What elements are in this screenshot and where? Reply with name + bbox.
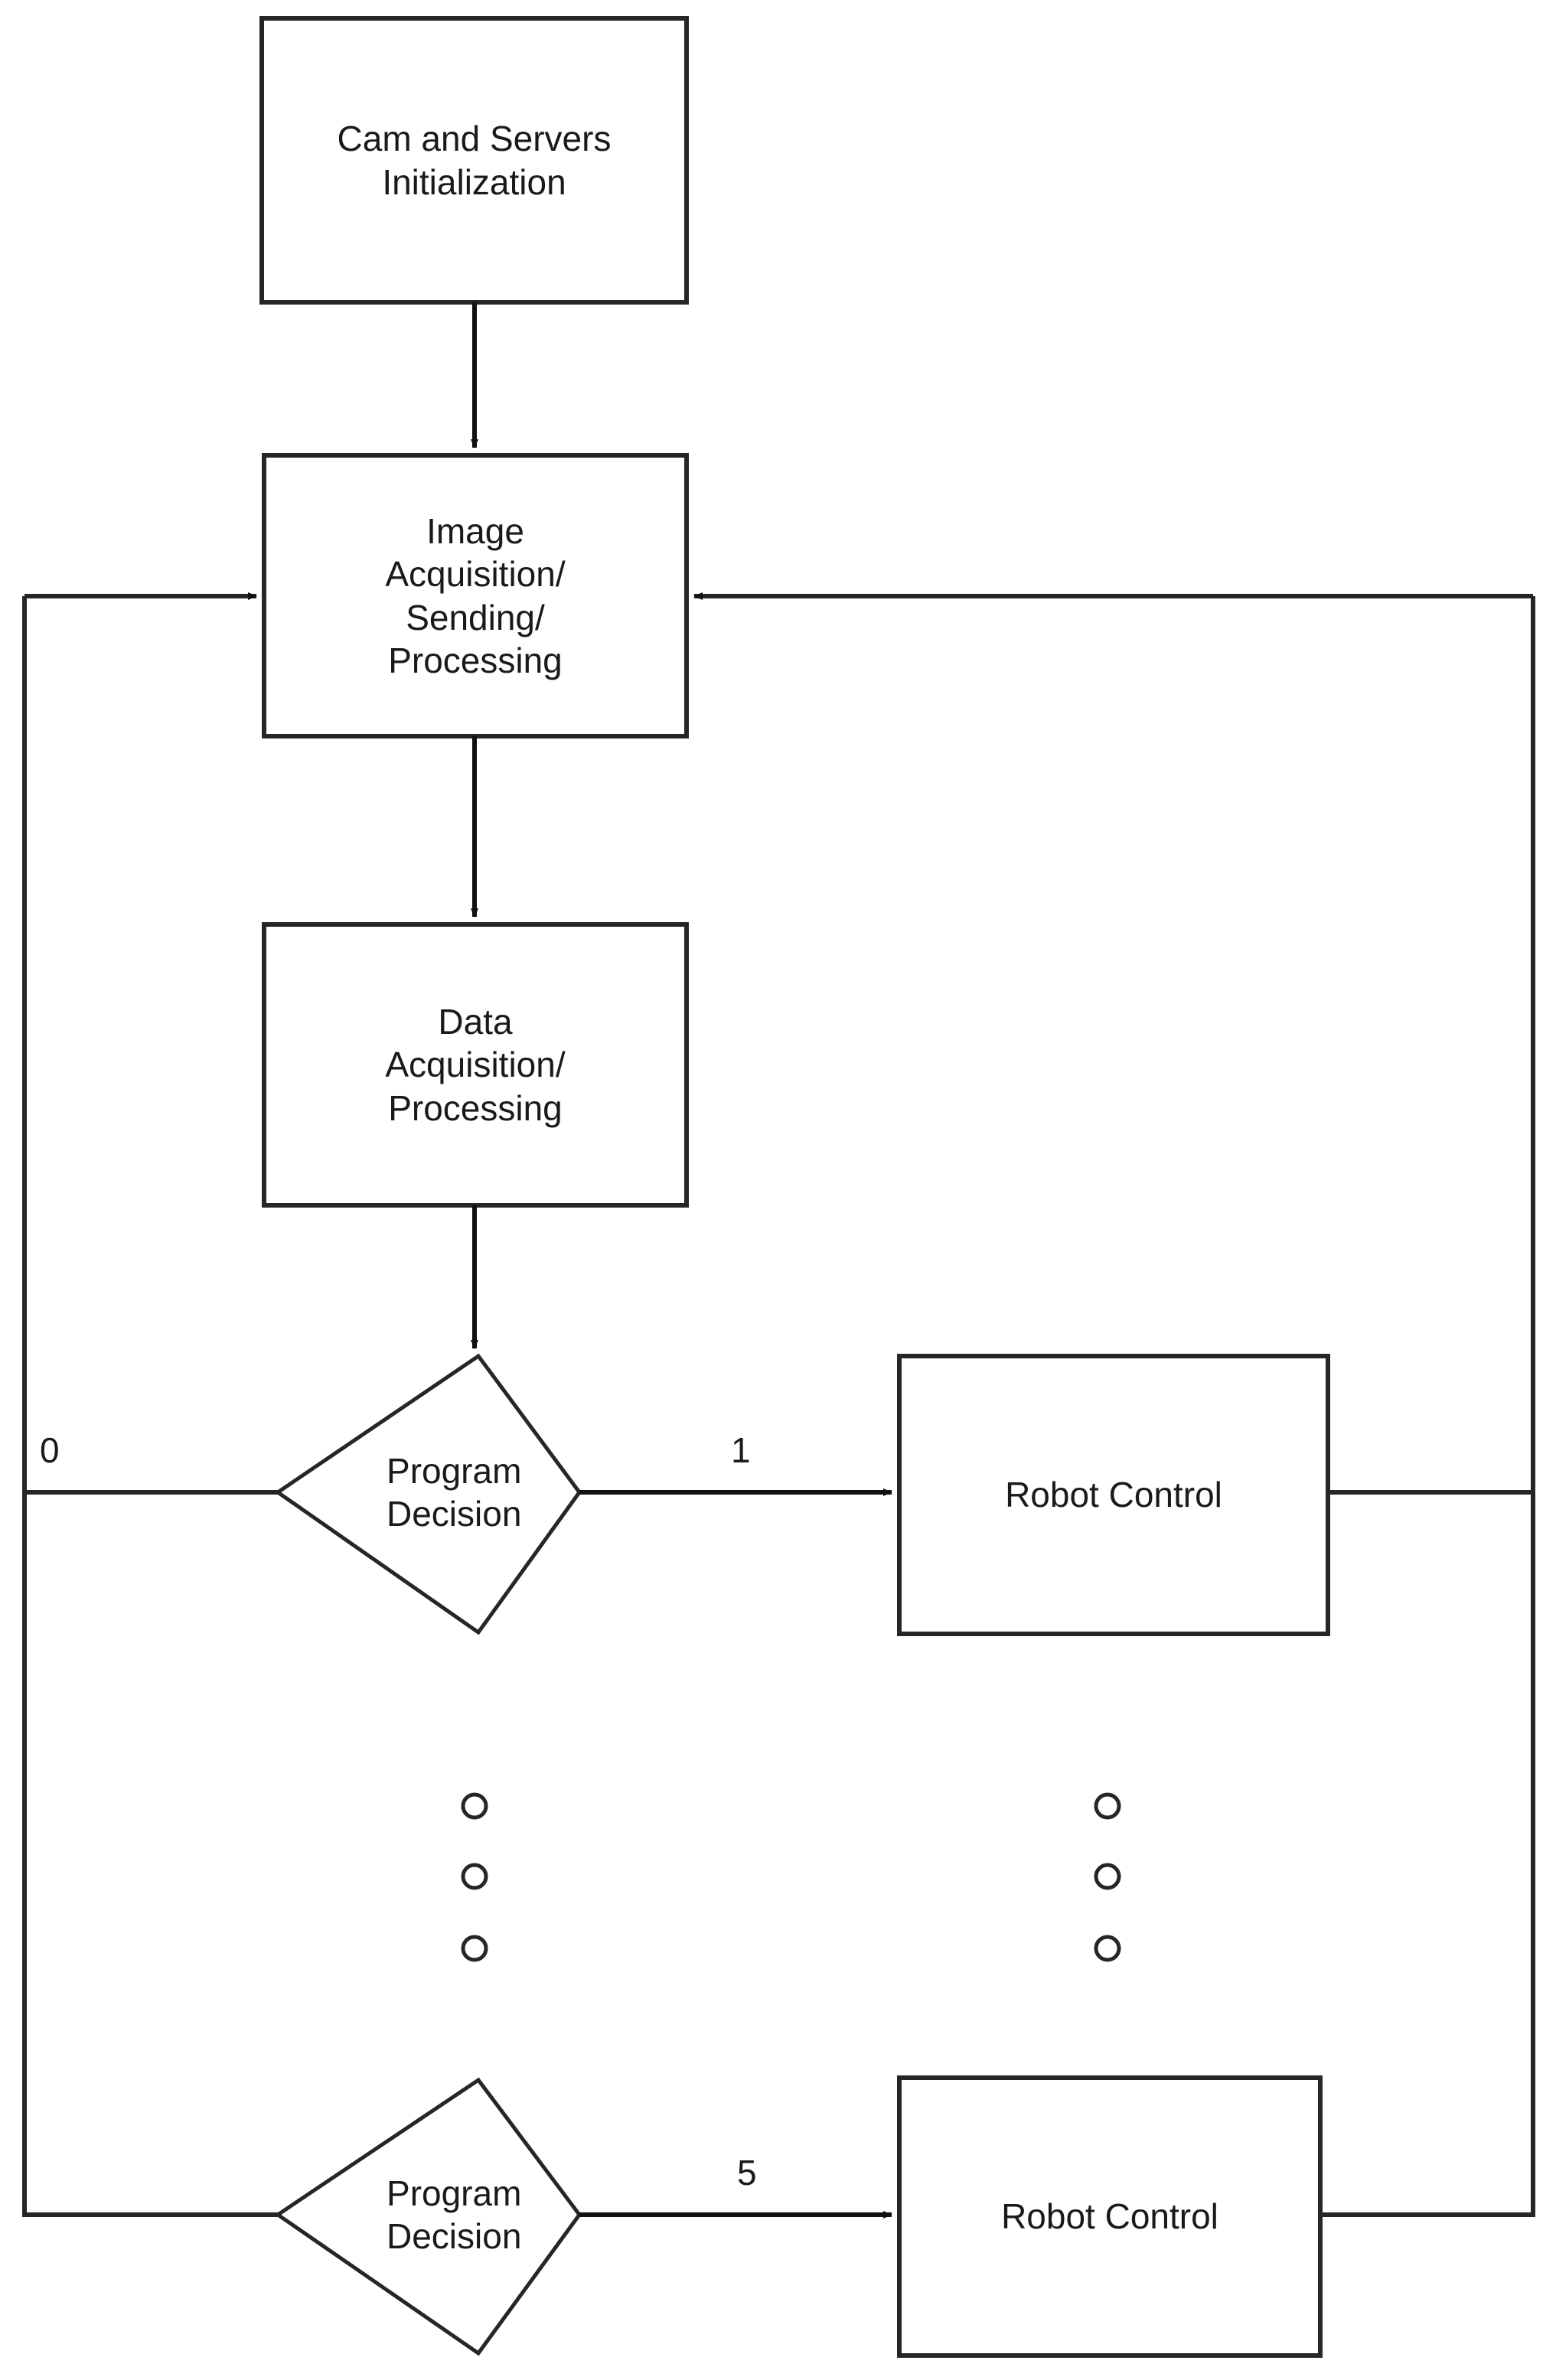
ellipsis-circle-right-3 (1094, 1935, 1121, 1962)
ellipsis-circle-left-2 (461, 1863, 488, 1890)
edge-label-decision1-true: 1 (731, 1430, 751, 1470)
node-robot1-shape (897, 1354, 1330, 1636)
node-data-shape (262, 922, 689, 1208)
ellipsis-circle-left-3 (461, 1935, 488, 1962)
edge-label-decision1-false: 0 (40, 1430, 60, 1470)
node-init-shape (259, 16, 689, 305)
ellipsis-circle-left-1 (461, 1792, 488, 1820)
node-image-shape (262, 453, 689, 738)
node-decision1-shape (274, 1353, 582, 1635)
node-robot2-shape (897, 2075, 1323, 2358)
ellipsis-circle-right-1 (1094, 1792, 1121, 1820)
node-decision2-shape (274, 2077, 582, 2356)
ellipsis-circle-right-2 (1094, 1863, 1121, 1890)
edge-label-decision2-true: 5 (737, 2153, 757, 2193)
